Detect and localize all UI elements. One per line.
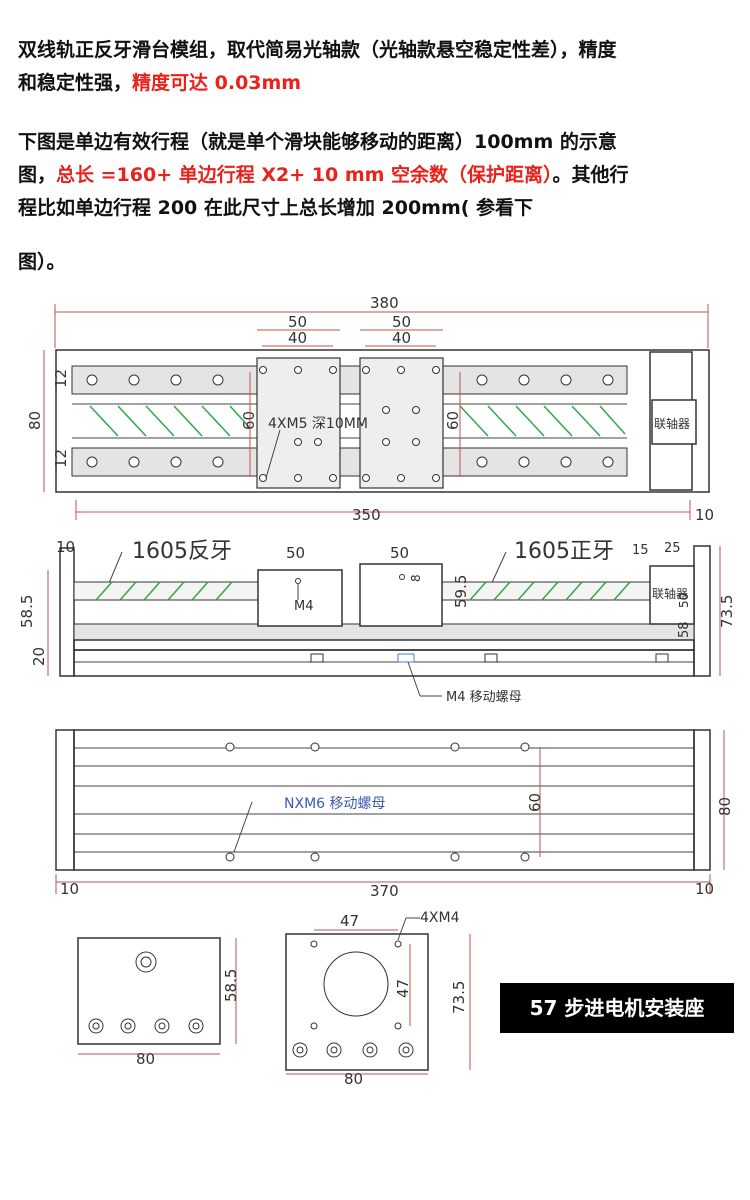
- dim-bottom-end-right: 10: [695, 880, 714, 898]
- description-part4: 程比如单边行程 200 在此尺寸上总长增加 200mm( 参看下: [18, 197, 534, 219]
- dim-bottom-hole-spacing: 60: [526, 793, 544, 812]
- dim-side-58: 58: [677, 621, 692, 638]
- top-lead-screw-left: [89, 405, 251, 437]
- dim-side-slider-left: 50: [286, 544, 305, 562]
- dim-motor-height: 73.5: [450, 981, 468, 1014]
- dim-side-25: 25: [664, 541, 681, 556]
- dim-bottom-height: 80: [716, 797, 734, 816]
- dim-side-height-right: 73.5: [718, 595, 736, 628]
- dim-motor-hole-horizontal: 47: [340, 912, 359, 930]
- top-coupler-label: 联轴器: [654, 416, 690, 431]
- side-view: 10 1605反牙 50 50 1605正牙 15 25 58.5 20: [18, 538, 736, 705]
- screw-left-label: 1605反牙: [132, 539, 232, 564]
- side-left-slider: [257, 569, 343, 627]
- dim-end-plate-width: 80: [136, 1050, 155, 1068]
- screw-right-label: 1605正牙: [514, 539, 614, 564]
- intro-line1: 双线轨正反牙滑台模组，取代简易光轴款（光轴款悬空稳定性差），精度: [18, 39, 617, 61]
- thread-note-4xm5: 4XM5 深10MM: [268, 416, 368, 432]
- motor-thread-note: 4XM4: [420, 910, 460, 926]
- bottom-thread-note: NXM6 移动螺母: [284, 796, 386, 812]
- dim-bottom-rail: 12: [52, 449, 70, 468]
- intro-paragraph: 双线轨正反牙滑台模组，取代简易光轴款（光轴款悬空稳定性差），精度 和稳定性强，精…: [18, 34, 738, 100]
- side-coupler-label: 联轴器: [652, 586, 688, 601]
- top-right-slider: [359, 357, 444, 489]
- bottom-mount-holes: [225, 742, 530, 862]
- dim-base-length: 350: [352, 506, 381, 524]
- dim-right-slider-width: 50: [392, 313, 411, 331]
- dim-slider-hole-spacing: 60: [240, 411, 258, 430]
- dim-slider-hole-spacing-right: 60: [444, 411, 462, 430]
- closing-text: 图）。: [18, 251, 66, 273]
- dim-side-inner-height: 59.5: [452, 575, 470, 608]
- end-plate: 58.5 80: [77, 937, 240, 1068]
- dim-left-slider-width: 50: [288, 313, 307, 331]
- side-nut-note: M4 移动螺母: [446, 690, 522, 705]
- side-right-slider: [359, 563, 443, 627]
- description-part1: 下图是单边有效行程（就是单个滑块能够移动的距离）100mm 的示意: [18, 131, 617, 153]
- technical-drawing: 380 50 40 20 50 40 20 80 12 12: [18, 294, 736, 1088]
- side-lead-screw-left: [73, 581, 259, 601]
- formula-highlight: 总长 =160+ 单边行程 X2+ 10 mm 空余数（保护距离）: [56, 164, 553, 186]
- dim-end-plate-height: 58.5: [222, 969, 240, 1002]
- dim-motor-hole-vertical: 47: [394, 979, 412, 998]
- dim-top-height: 80: [26, 411, 44, 430]
- dim-bottom-end-left: 10: [60, 880, 79, 898]
- side-lead-screw-right: [441, 581, 651, 601]
- dim-left-slider-holes: 40: [288, 329, 307, 347]
- dim-motor-width: 80: [344, 1070, 363, 1088]
- top-view: 380 50 40 20 50 40 20 80 12 12: [26, 294, 714, 524]
- description-part3: 。其他行: [552, 164, 629, 186]
- description-part2: 图，: [18, 164, 57, 186]
- bottom-view: NXM6 移动螺母 60 80 10 370 10: [55, 729, 734, 900]
- top-lead-screw-right: [459, 405, 626, 437]
- dim-right-slider-holes: 40: [392, 329, 411, 347]
- top-left-slider: [256, 357, 341, 489]
- dim-overall-length: 380: [370, 294, 399, 312]
- dim-side-8: 8: [409, 574, 423, 582]
- precision-highlight: 精度可达 0.03mm: [132, 72, 302, 94]
- intro-line2: 和稳定性强，: [18, 72, 133, 94]
- slider-holes: [259, 366, 440, 482]
- dim-side-slider-right: 50: [390, 544, 409, 562]
- dim-bottom-length: 370: [370, 882, 399, 900]
- description-paragraph: 下图是单边有效行程（就是单个滑块能够移动的距离）100mm 的示意 图，总长 =…: [18, 126, 738, 225]
- motor-mount: 47 4XM4 47 73.5 80: [285, 910, 471, 1088]
- dim-side-50: 50: [677, 593, 691, 608]
- rail-holes: [86, 374, 614, 468]
- motor-mount-label: 57 步进电机安装座: [500, 983, 734, 1033]
- dim-side-15: 15: [632, 543, 649, 558]
- dim-end-gap: 10: [695, 506, 714, 524]
- dim-side-left-margin: 10: [56, 538, 75, 556]
- side-slider-m4: M4: [294, 599, 314, 614]
- dim-side-height-left: 58.5: [18, 595, 36, 628]
- dim-top-rail: 12: [52, 369, 70, 388]
- dim-side-base-height: 20: [30, 647, 48, 666]
